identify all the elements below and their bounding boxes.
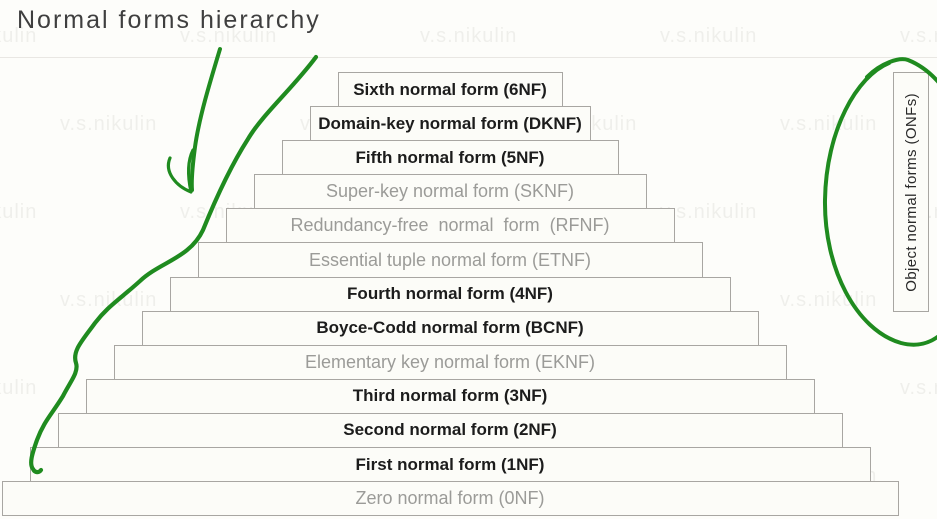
row-label: Fifth normal form (5NF) (355, 147, 545, 167)
row-label: Super-key normal form (SKNF) (325, 181, 575, 202)
pyramid-row-etnf: Essential tuple normal form (ETNF) (197, 242, 703, 278)
watermark-text: v.s.nikulin (660, 25, 758, 47)
row-label: Elementary key normal form (EKNF) (304, 351, 596, 372)
watermark-text: v.s.nikulin (420, 25, 518, 47)
watermark-text: v.s.nikulin (180, 25, 278, 47)
pyramid-row-0nf: Zero normal form (0NF) (1, 481, 899, 517)
pyramid-row-5nf: Fifth normal form (5NF) (281, 140, 619, 176)
normal-forms-pyramid: Sixth normal form (6NF) Domain-key norma… (1, 72, 899, 517)
row-label: Boyce-Codd normal form (BCNF) (316, 318, 584, 338)
row-label: Fourth normal form (4NF) (347, 284, 553, 304)
row-label: Zero normal form (0NF) (355, 488, 545, 509)
watermark-text: v.s.nikulin (0, 377, 38, 399)
watermark-text: v.s.nikulin (900, 25, 937, 47)
title-divider (0, 57, 937, 58)
pyramid-row-4nf: Fourth normal form (4NF) (169, 276, 731, 312)
pyramid-row-6nf: Sixth normal form (6NF) (337, 72, 563, 108)
object-normal-forms-label: Object normal forms (ONFs) (902, 92, 920, 292)
row-label: First normal form (1NF) (355, 454, 545, 474)
row-label: Redundancy-free normal form (RFNF) (290, 215, 610, 236)
watermark-text: v.s.nikulin (900, 377, 937, 399)
row-label: Domain-key normal form (DKNF) (318, 113, 582, 133)
pyramid-row-rfnf: Redundancy-free normal form (RFNF) (225, 208, 675, 244)
watermark-text: v.s.nikulin (0, 201, 38, 223)
watermark-text: v.s.nikulin (0, 25, 38, 47)
object-normal-forms-box: Object normal forms (ONFs) (893, 72, 929, 312)
pyramid-row-sknf: Super-key normal form (SKNF) (253, 174, 647, 210)
watermark-text: v.s.nikulin (660, 201, 758, 223)
pyramid-row-eknf: Elementary key normal form (EKNF) (113, 344, 787, 380)
pyramid-row-3nf: Third normal form (3NF) (85, 378, 815, 414)
pyramid-row-bcnf: Boyce-Codd normal form (BCNF) (141, 310, 759, 346)
row-label: Essential tuple normal form (ETNF) (308, 249, 592, 270)
row-label: Second normal form (2NF) (343, 420, 557, 440)
row-label: Sixth normal form (6NF) (353, 79, 547, 99)
pyramid-row-dknf: Domain-key normal form (DKNF) (309, 106, 591, 142)
page-title: Normal forms hierarchy (17, 6, 321, 34)
pyramid-row-2nf: Second normal form (2NF) (57, 412, 843, 449)
pyramid-row-1nf: First normal form (1NF) (29, 447, 871, 483)
row-label: Third normal form (3NF) (352, 386, 548, 406)
